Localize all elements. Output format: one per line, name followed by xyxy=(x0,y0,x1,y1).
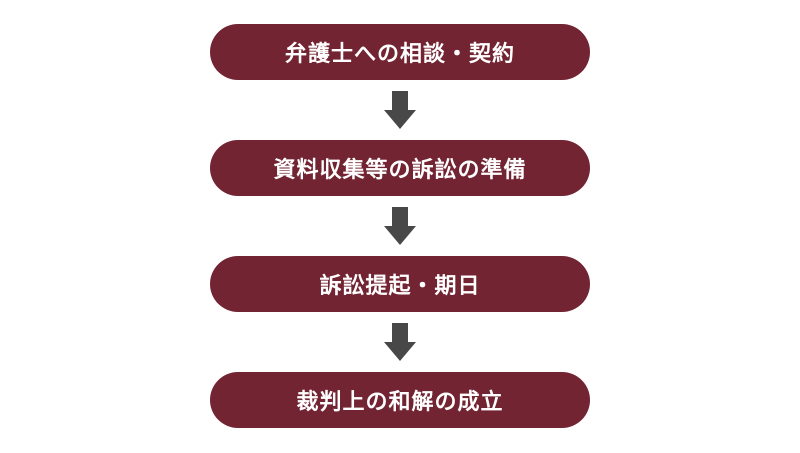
arrow-head xyxy=(384,342,416,361)
step-court-settlement: 裁判上の和解の成立 xyxy=(210,372,590,428)
down-arrow-icon xyxy=(384,91,416,129)
step-label: 資料収集等の訴訟の準備 xyxy=(273,158,527,183)
step-consultation-contract: 弁護士への相談・契約 xyxy=(210,24,590,80)
down-arrow-icon xyxy=(384,323,416,361)
step-label: 訴訟提起・期日 xyxy=(319,274,481,299)
arrow-shaft xyxy=(392,323,408,343)
step-lawsuit-preparation: 資料収集等の訴訟の準備 xyxy=(210,140,590,196)
step-lawsuit-filing-hearing: 訴訟提起・期日 xyxy=(210,256,590,312)
arrow-head xyxy=(384,226,416,245)
down-arrow-icon xyxy=(384,207,416,245)
step-label: 弁護士への相談・契約 xyxy=(284,42,515,67)
arrow-head xyxy=(384,110,416,129)
arrow-shaft xyxy=(392,91,408,111)
arrow-shaft xyxy=(392,207,408,227)
step-label: 裁判上の和解の成立 xyxy=(296,390,504,415)
